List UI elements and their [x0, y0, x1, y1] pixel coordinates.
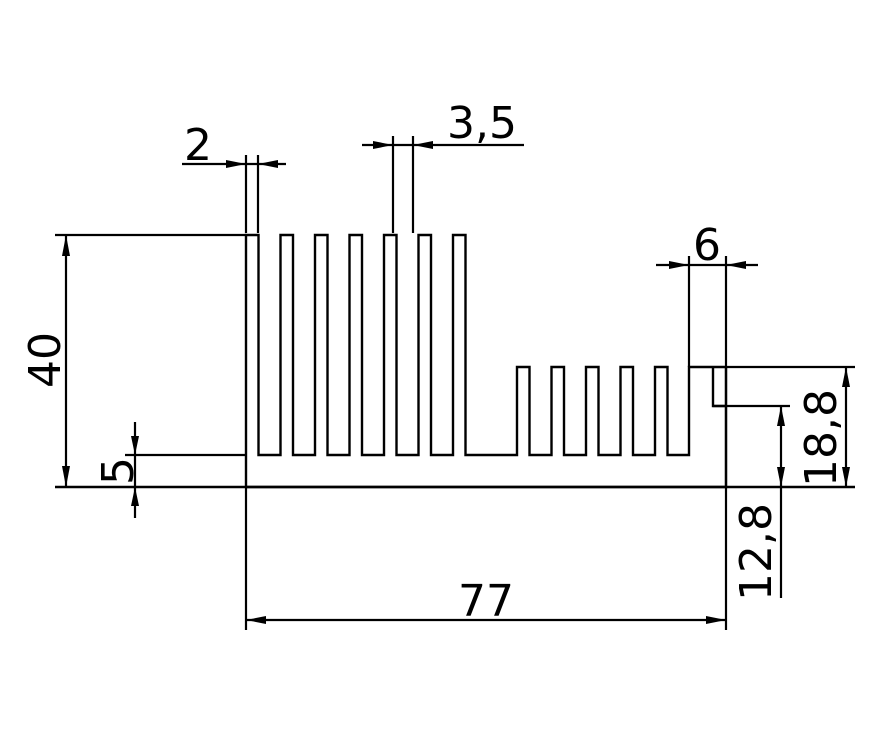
dimension-fin-thickness: 2	[182, 120, 286, 233]
dimension-fin-gap: 3,5	[362, 98, 524, 233]
dimension-step-width: 6	[656, 220, 758, 487]
dimension-label-lip-height: 12,8	[731, 503, 782, 601]
dimension-label-fin-gap: 3,5	[447, 98, 517, 149]
dimension-label-step-width: 6	[693, 220, 721, 271]
dimension-label-step-height: 18,8	[796, 389, 847, 487]
dimension-label-overall-width: 77	[458, 576, 514, 627]
dimension-overall-width: 77	[244, 487, 728, 630]
dimension-label-base-thickness: 5	[93, 457, 144, 485]
dimension-overall-height: 40	[20, 233, 246, 487]
dimension-lip-height: 12,8	[713, 404, 790, 601]
heatsink-profile-outline	[244, 233, 728, 489]
dimension-base-thickness: 5	[93, 422, 246, 518]
dimension-label-fin-thickness: 2	[184, 120, 212, 171]
dimension-step-height: 18,8	[726, 365, 855, 487]
dimension-label-overall-height: 40	[20, 332, 71, 388]
